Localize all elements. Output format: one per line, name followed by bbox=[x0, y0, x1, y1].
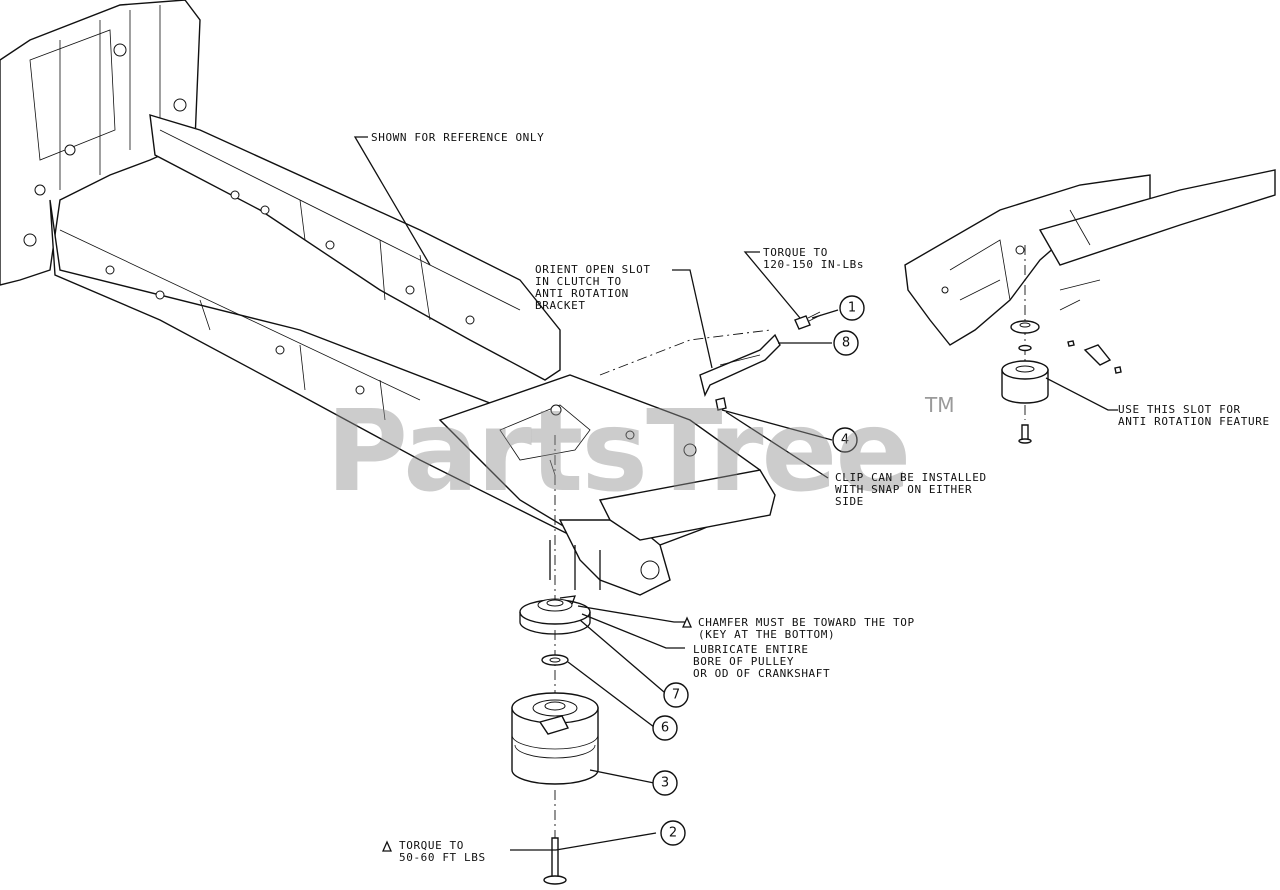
callout-2-number: 2 bbox=[669, 826, 677, 841]
note-chamfer-line-2: (KEY AT THE BOTTOM) bbox=[698, 628, 835, 641]
note-chamfer-line-1: CHAMFER MUST BE TOWARD THE TOP bbox=[698, 616, 915, 629]
pulley-part-7 bbox=[519, 595, 591, 635]
note-reference: SHOWN FOR REFERENCE ONLY bbox=[371, 131, 544, 144]
note-clip: CLIP CAN BE INSTALLED WITH SNAP ON EITHE… bbox=[835, 471, 987, 508]
callout-3: 3 bbox=[652, 770, 678, 796]
note-orient-line-3: ANTI ROTATION bbox=[535, 287, 629, 300]
clip-part-4 bbox=[715, 397, 727, 411]
note-torque-bottom: TORQUE TO 50-60 FT LBS bbox=[381, 839, 486, 864]
note-reference-text: SHOWN FOR REFERENCE ONLY bbox=[371, 131, 544, 144]
note-slot: USE THIS SLOT FOR ANTI ROTATION FEATURE bbox=[1118, 403, 1270, 428]
delta-symbol-icon bbox=[681, 616, 693, 628]
callout-1-number: 1 bbox=[848, 301, 856, 316]
note-torque-top-line-2: 120-150 IN-LBs bbox=[763, 258, 864, 271]
callout-8: 8 bbox=[833, 330, 859, 356]
callout-7: 7 bbox=[663, 682, 689, 708]
note-clip-line-2: WITH SNAP ON EITHER bbox=[835, 483, 972, 496]
note-lubricate: LUBRICATE ENTIRE BORE OF PULLEY OR OD OF… bbox=[693, 643, 830, 680]
note-slot-line-1: USE THIS SLOT FOR bbox=[1118, 403, 1241, 416]
note-torque-top-line-1: TORQUE TO bbox=[763, 246, 828, 259]
leader-lines bbox=[353, 136, 1118, 851]
note-clip-line-1: CLIP CAN BE INSTALLED bbox=[835, 471, 987, 484]
note-orient-line-4: BRACKET bbox=[535, 299, 586, 312]
partstree-watermark: PartsTree TM bbox=[326, 387, 954, 517]
note-torque-top: TORQUE TO 120-150 IN-LBs bbox=[763, 246, 864, 271]
callout-2: 2 bbox=[660, 820, 686, 846]
bolt-part-2 bbox=[543, 837, 567, 885]
screw-part-1 bbox=[794, 311, 822, 330]
tractor-frame bbox=[0, 0, 776, 840]
note-lubricate-line-2: BORE OF PULLEY bbox=[693, 655, 794, 668]
pto-clutch-part-3 bbox=[511, 692, 599, 785]
delta-symbol-icon bbox=[381, 840, 393, 852]
inset-detail bbox=[904, 169, 1276, 444]
note-lubricate-line-1: LUBRICATE ENTIRE bbox=[693, 643, 809, 656]
callout-1: 1 bbox=[839, 295, 865, 321]
note-chamfer: CHAMFER MUST BE TOWARD THE TOP (KEY AT T… bbox=[681, 616, 915, 641]
callout-6: 6 bbox=[652, 715, 678, 741]
note-torque-bottom-line-2: 50-60 FT LBS bbox=[399, 851, 486, 864]
note-orient: ORIENT OPEN SLOT IN CLUTCH TO ANTI ROTAT… bbox=[535, 263, 651, 312]
callout-8-number: 8 bbox=[842, 336, 850, 351]
note-orient-line-2: IN CLUTCH TO bbox=[535, 275, 622, 288]
callout-3-number: 3 bbox=[661, 776, 669, 791]
callout-4-number: 4 bbox=[841, 433, 849, 448]
callout-6-number: 6 bbox=[661, 721, 669, 736]
callout-7-number: 7 bbox=[672, 688, 680, 703]
watermark-trademark: TM bbox=[924, 393, 954, 417]
anti-rotation-bracket-part-8 bbox=[699, 333, 781, 398]
watermark-text: PartsTree bbox=[326, 387, 909, 517]
note-orient-line-1: ORIENT OPEN SLOT bbox=[535, 263, 651, 276]
note-slot-line-2: ANTI ROTATION FEATURE bbox=[1118, 415, 1270, 428]
callout-4: 4 bbox=[832, 427, 858, 453]
note-torque-bottom-line-1: TORQUE TO bbox=[399, 839, 464, 852]
washer-part-6 bbox=[541, 654, 569, 666]
note-lubricate-line-3: OR OD OF CRANKSHAFT bbox=[693, 667, 830, 680]
note-clip-line-3: SIDE bbox=[835, 495, 864, 508]
